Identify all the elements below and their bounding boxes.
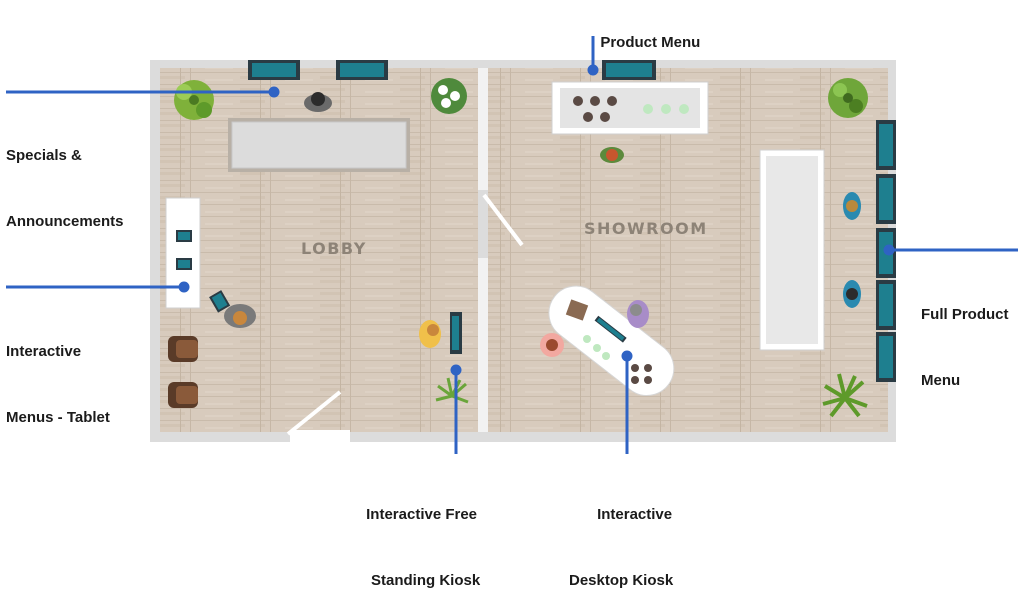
callout-full-menu-line1: Full Product: [921, 306, 1009, 323]
screen-icon: [450, 312, 462, 354]
person-icon: [540, 333, 564, 357]
callout-desktop-kiosk: Interactive Desktop Kiosk: [569, 460, 673, 614]
callout-specials-line2: Announcements: [6, 213, 124, 230]
callout-free-kiosk-line2: Standing Kiosk: [371, 572, 481, 589]
person-icon: [304, 92, 332, 112]
tablet-icon: [209, 290, 231, 313]
plant-icon: [828, 78, 868, 118]
person-icon: [419, 320, 441, 348]
interior-door: [482, 193, 524, 247]
person-icon: [843, 280, 861, 308]
callout-lines: [6, 36, 1018, 454]
product-jars: [573, 96, 689, 122]
person-icon: [224, 304, 256, 328]
entrance-gap: [290, 430, 350, 444]
callout-full-menu-line2: Menu: [921, 372, 961, 389]
person-icon: [627, 300, 649, 328]
tablet-icon: [176, 230, 192, 242]
screen-icon: [336, 60, 388, 80]
room-label-showroom: SHOWROOM: [584, 219, 708, 238]
person-icon: [843, 192, 861, 220]
callout-free-kiosk-line1: Interactive Free: [366, 506, 478, 523]
divider-wall-bottom: [478, 258, 488, 432]
tablet-counter: [165, 197, 201, 309]
room-label-lobby: LOBBY: [301, 239, 367, 258]
callout-tablet-line2: Menus - Tablet: [6, 409, 110, 426]
callout-tablet-menus: Interactive Menus - Tablet: [6, 297, 110, 451]
callout-desktop-kiosk-line1: Interactive: [597, 506, 673, 523]
callout-full-product-menu: Full Product Menu: [921, 260, 1009, 414]
plant-icon: [822, 373, 868, 418]
divider-wall-top: [478, 68, 488, 190]
full-menu-screens: [876, 120, 896, 382]
callout-specials: Specials & Announcements: [6, 101, 124, 255]
entrance-door: [286, 390, 342, 436]
plant-icon: [431, 78, 467, 114]
chair-icon: [168, 382, 198, 408]
screen-icon: [602, 60, 656, 80]
kiosk-jars: [583, 335, 652, 384]
callout-product-menu-text: Product Menu: [600, 34, 701, 51]
screen-icon: [594, 315, 627, 343]
product-box: [565, 299, 589, 321]
floor-plan: [6, 36, 1018, 454]
tablet-icon: [176, 258, 192, 270]
person-icon: [600, 147, 624, 163]
plant-icon: [174, 80, 214, 120]
chair-icon: [168, 336, 198, 362]
screen-icon: [248, 60, 300, 80]
callout-specials-line1: Specials &: [6, 147, 82, 164]
callout-tablet-line1: Interactive: [6, 343, 82, 360]
callout-product-menu: Product Menu: [592, 10, 700, 54]
callout-free-standing-kiosk: Interactive Free Standing Kiosk: [363, 460, 480, 614]
callout-desktop-kiosk-line2: Desktop Kiosk: [569, 572, 674, 589]
